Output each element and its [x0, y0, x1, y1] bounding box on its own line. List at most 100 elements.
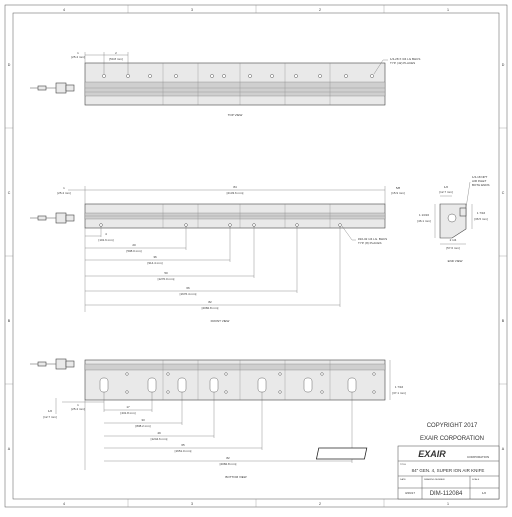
- copyright-line-2: EXAIR CORPORATION: [420, 436, 484, 442]
- col-label-bottom-2: 2: [319, 502, 321, 506]
- front-dim-5-mm: [1676.4 mm]: [180, 292, 197, 296]
- front-dim-4-value: 50: [164, 271, 168, 275]
- bottom-dim-5-value: 82: [226, 456, 230, 460]
- end-dim-right-value: 1 7/16: [477, 211, 486, 215]
- front-dim-right-value: 5/8: [396, 186, 401, 190]
- top-inlet-fitting: [55, 82, 67, 94]
- front-dim-left-mm: [25.4 mm]: [57, 191, 71, 195]
- title-label: TITLE: [400, 464, 406, 466]
- exair-logo: [315, 447, 368, 460]
- row-label-right-d: D: [502, 63, 505, 67]
- exair-logo-text: EXAIR: [418, 449, 446, 459]
- col-label-top-2: 2: [319, 8, 321, 12]
- bottom-dim-1-mm: [431.8 mm]: [120, 411, 135, 415]
- end-view-inlet: [459, 207, 467, 217]
- end-view: 1/4-18 NPT AIR INLET BOTH ENDS 1/2 [12.7…: [417, 175, 489, 263]
- copyright-line-1: COPYRIGHT 2017: [427, 423, 478, 429]
- front-dim-1-mm: [101.6 mm]: [98, 238, 113, 242]
- front-dim-3-value: 36: [153, 255, 157, 259]
- front-callout-places: TYP. (8) PLACES: [358, 241, 381, 245]
- row-label-left-a: A: [8, 447, 11, 451]
- bottom-view: 1 [25.4 mm] 1/2 [12.7 mm] 1 7/16 [37.1 m…: [30, 358, 406, 479]
- front-dim-4-mm: [1270.0 mm]: [158, 277, 175, 281]
- front-view: 1 [25.4 mm] 84 [2133.6 mm] 5/8 [15.9 mm]…: [30, 185, 405, 323]
- end-inlet-note-1: 1/4-18 NPT: [472, 175, 488, 179]
- drawing-number-label: DRAWING NUMBER: [424, 478, 445, 481]
- top-view-label: TOP VIEW: [228, 113, 243, 117]
- front-dim-6-value: 82: [208, 300, 212, 304]
- row-label-left-c: C: [8, 191, 11, 195]
- title-block: EXAIR CORPORATION TITLE 84" GEN. 4, SUPE…: [315, 445, 500, 500]
- bottom-dim-2-mm: [838.2 mm]: [135, 424, 150, 428]
- end-view-label: END VIEW: [448, 259, 463, 263]
- bottom-dim-4-value: 65: [181, 443, 185, 447]
- front-dim-left-value: 1: [63, 186, 65, 190]
- end-dim-width-mm: [57.6 mm]: [446, 246, 460, 250]
- row-label-right-b: B: [502, 319, 505, 323]
- bottom-dim-2-value: 33: [141, 418, 145, 422]
- bottom-dim-3-mm: [1244.6 mm]: [151, 437, 168, 441]
- row-label-right-c: C: [502, 191, 505, 195]
- front-dim-right-mm: [15.9 mm]: [391, 191, 405, 195]
- bottom-dim-right-value: 1 7/16: [395, 385, 404, 389]
- end-inlet-note-2: AIR INLET: [472, 179, 487, 183]
- row-label-right-a: A: [502, 447, 505, 451]
- top-dim-spacing-value: 2: [115, 51, 117, 55]
- col-label-bottom-1: 1: [447, 502, 449, 506]
- bottom-dim-edge-value: 1/2: [48, 409, 53, 413]
- end-dim-top-value: 1/2: [444, 185, 449, 189]
- front-ion-emitter: [37, 215, 47, 221]
- bottom-dim-edge-mm: [12.7 mm]: [43, 415, 57, 419]
- front-view-label: FRONT VIEW: [211, 319, 230, 323]
- top-ion-emitter: [37, 85, 47, 91]
- bottom-dim-left-value: 1: [77, 403, 79, 407]
- bottom-dim-1-value: 17: [126, 405, 130, 409]
- top-dim-left-value: 1: [77, 51, 79, 55]
- drawing-title: 84" GEN. 4, SUPER ION AIR KNIFE: [412, 468, 485, 473]
- row-label-left-d: D: [8, 63, 11, 67]
- date-label: DATE: [400, 478, 406, 481]
- col-label-bottom-4: 4: [63, 502, 65, 506]
- front-dim-6-mm: [2082.8 mm]: [202, 306, 219, 310]
- front-dim-5-value: 66: [186, 286, 190, 290]
- top-view: 1 [25.4 mm] 2 [50.8 mm] 1/4-28 X 3/4 LG …: [30, 51, 420, 117]
- end-dim-height-value: 1 13/16: [419, 213, 429, 217]
- exair-corporation-text: CORPORATION: [467, 455, 489, 459]
- bottom-dim-5-mm: [2082.8 mm]: [220, 462, 237, 466]
- bottom-dim-right-mm: [37.1 mm]: [392, 391, 406, 395]
- end-inlet-note-3: BOTH ENDS: [472, 183, 490, 187]
- bottom-ion-emitter: [37, 361, 47, 367]
- end-dim-width-value: 2 1/4: [450, 238, 457, 242]
- top-dim-spacing-mm: [50.8 mm]: [109, 57, 123, 61]
- drawing-number: DIM-112084: [430, 491, 463, 497]
- front-dim-2-mm: [508.0 mm]: [126, 249, 141, 253]
- front-inlet-fitting: [55, 212, 67, 224]
- col-label-bottom-3: 3: [191, 502, 193, 506]
- front-dim-1-value: 4: [105, 232, 107, 236]
- row-label-left-b: B: [8, 319, 11, 323]
- scale-label: SCALE: [472, 478, 480, 481]
- drawing-date: 3/29/17: [405, 491, 415, 495]
- col-label-top-3: 3: [191, 8, 193, 12]
- col-label-top-4: 4: [63, 8, 65, 12]
- top-callout-places: TYP. (42) PLACES: [390, 61, 415, 65]
- front-dim-3-mm: [914.4 mm]: [147, 261, 162, 265]
- bottom-dim-left-mm: [25.4 mm]: [71, 407, 85, 411]
- front-dim-overall-mm: [2133.6 mm]: [227, 191, 244, 195]
- end-dim-top-mm: [12.7 mm]: [439, 190, 453, 194]
- bottom-dim-4-mm: [1651.0 mm]: [175, 449, 192, 453]
- drawing-scale: 1/2: [482, 491, 487, 495]
- top-callout: 1/4-28 X 3/4 LG BHCS: [390, 57, 420, 61]
- front-dim-2-value: 20: [132, 243, 136, 247]
- top-dim-left-mm: [25.4 mm]: [71, 55, 85, 59]
- front-dim-overall-value: 84: [233, 185, 237, 189]
- front-callout: #10-32 1/4 LG. BHCS: [358, 237, 387, 241]
- end-dim-height-mm: [46.1 mm]: [417, 219, 431, 223]
- col-label-top-1: 1: [447, 8, 449, 12]
- bottom-inlet-fitting: [55, 358, 67, 370]
- bottom-dim-3-value: 49: [157, 431, 161, 435]
- end-dim-right-mm: [36.5 mm]: [474, 217, 488, 221]
- bottom-view-label: BOTTOM VIEW: [225, 475, 246, 479]
